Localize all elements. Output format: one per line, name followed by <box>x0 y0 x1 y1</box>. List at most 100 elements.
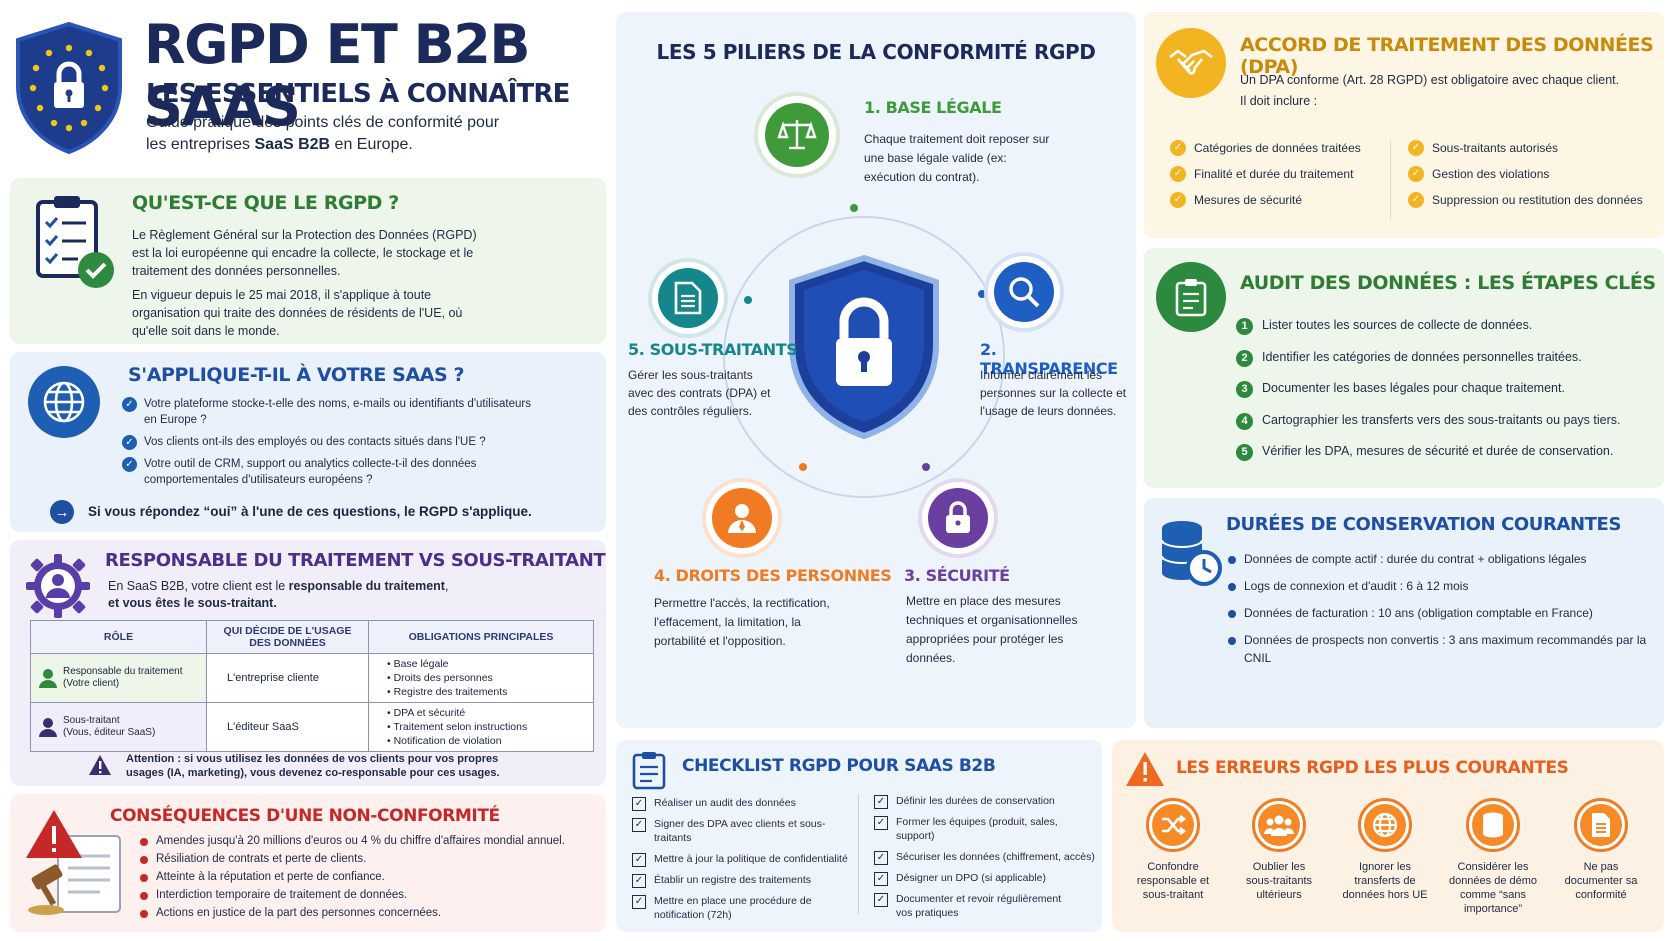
checklist-item[interactable]: Réaliser un audit des données <box>632 796 860 811</box>
roles-table: RÔLE QUI DÉCIDE DE L'USAGE DES DONNÉES O… <box>30 620 594 752</box>
applies-panel: S'APPLIQUE-T-IL À VOTRE SAAS ? Votre pla… <box>10 352 606 532</box>
list-item: Actions en justice de la part des person… <box>138 904 598 922</box>
retention-list: Données de compte actif : durée du contr… <box>1226 550 1656 667</box>
padlock-icon <box>946 501 970 533</box>
pillar-2-title: 2. TRANSPARENCE <box>980 340 1118 378</box>
pillar-5-text: Gérer les sous-traitants avec des contra… <box>628 368 771 418</box>
list-item: Finalité et durée du traitement <box>1170 166 1390 182</box>
error-item: Confondre responsable et sous-traitant <box>1118 798 1228 902</box>
what-is-gdpr-text-2: En vigueur depuis le 25 mai 2018, il s'a… <box>132 288 463 338</box>
checklist-item[interactable]: Définir les durées de conservation <box>874 794 1096 809</box>
arrow-right-icon: → <box>50 500 74 524</box>
dpa-left-list: Catégories de données traitées Finalité … <box>1170 140 1390 208</box>
applies-question: Vos clients ont-ils des employés ou des … <box>122 434 542 450</box>
warning-icon <box>1126 752 1164 786</box>
roles-panel: RESPONSABLE DU TRAITEMENT vs SOUS-TRAITA… <box>10 540 606 786</box>
pillars-title: LES 5 PILIERS DE LA CONFORMITÉ RGPD <box>656 40 1096 64</box>
clipboard-icon <box>1156 262 1226 332</box>
checklist-item[interactable]: Former les équipes (produit, sales, supp… <box>874 815 1096 843</box>
checklist-item[interactable]: Sécuriser les données (chiffrement, accè… <box>874 850 1096 865</box>
checklist-item[interactable]: Établir un registre des traitements <box>632 873 860 888</box>
globe-icon <box>1372 812 1398 838</box>
checklist-item[interactable]: Mettre à jour la politique de confidenti… <box>632 852 860 867</box>
checklist-right-column: Définir les durées de conservation Forme… <box>874 794 1096 920</box>
database-clock-icon <box>1161 521 1222 586</box>
list-item: Mesures de sécurité <box>1170 192 1390 208</box>
retention-title: DURÉES DE CONSERVATION COURANTES <box>1226 514 1622 535</box>
database-icon <box>1483 812 1503 838</box>
applies-questions: Votre plateforme stocke-t-elle des noms,… <box>122 396 542 488</box>
retention-panel: DURÉES DE CONSERVATION COURANTES Données… <box>1144 498 1664 728</box>
table-row: Sous-traitant(Vous, éditeur SaaS) L'édit… <box>30 702 594 752</box>
group-icon <box>1264 815 1294 836</box>
pillar-1-title: 1. BASE LÉGALE <box>864 98 1002 117</box>
error-item: Ne pas documenter sa conformité <box>1546 798 1656 902</box>
what-is-gdpr-title: QU'EST-CE QUE LE RGPD ? <box>132 192 399 214</box>
list-item: Sous-traitants autorisés <box>1408 140 1662 156</box>
person-icon <box>39 669 57 688</box>
list-item: Résiliation de contrats et perte de clie… <box>138 850 598 868</box>
gear-person-icon <box>26 554 90 618</box>
checklist-item[interactable]: Mettre en place une procédure de notific… <box>632 894 822 922</box>
roles-title: RESPONSABLE DU TRAITEMENT vs SOUS-TRAITA… <box>105 550 606 571</box>
person-icon <box>39 718 57 737</box>
errors-panel: LES ERREURS RGPD LES PLUS COURANTES Conf… <box>1112 740 1664 932</box>
pillar-3-text: Mettre en place des mesures techniques e… <box>906 594 1078 665</box>
dpa-right-list: Sous-traitants autorisés Gestion des vio… <box>1408 140 1662 208</box>
eu-shield-lock-icon <box>16 21 122 155</box>
magnifier-icon <box>1009 277 1040 308</box>
list-item: Données de facturation : 10 ans (obligat… <box>1226 604 1656 622</box>
list-item: Données de compte actif : durée du contr… <box>1226 550 1656 568</box>
error-item: Considérer les données de démo comme “sa… <box>1438 798 1548 916</box>
error-item: Ignorer les transferts de données hors U… <box>1330 798 1440 902</box>
document-icon <box>1592 813 1610 837</box>
applies-question: Votre outil de CRM, support ou analytics… <box>122 456 542 488</box>
list-item: Catégories de données traitées <box>1170 140 1390 156</box>
pillar-3-title: 3. SÉCURITÉ <box>904 566 1010 585</box>
table-row: Responsable du traitement(Votre client) … <box>30 653 594 703</box>
checklist-item[interactable]: Documenter et revoir régulièrement vos p… <box>874 892 1074 920</box>
what-is-gdpr-text-1: Le Règlement Général sur la Protection d… <box>132 228 477 278</box>
page-subtitle: LES ESSENTIELS À CONNAÎTRE <box>146 79 570 109</box>
pillar-1-text: Chaque traitement doit reposer sur une b… <box>864 132 1050 184</box>
dpa-intro: Un DPA conforme (Art. 28 RGPD) est oblig… <box>1240 73 1620 108</box>
pillar-4-icon <box>706 482 778 554</box>
applies-question: Votre plateforme stocke-t-elle des noms,… <box>122 396 542 428</box>
warning-icon <box>89 755 111 775</box>
list-item: Suppression ou restitution des données <box>1408 192 1662 208</box>
roles-warning: Attention : si vous utilisez les données… <box>126 753 500 779</box>
pillar-2-text: Informer clairement les personnes sur la… <box>980 368 1127 418</box>
scales-icon <box>777 120 817 150</box>
pillars-connector-ring <box>723 204 1005 498</box>
checklist-left-column: Réaliser un audit des données Signer des… <box>632 796 860 922</box>
what-is-gdpr-panel: QU'EST-CE QUE LE RGPD ? Le Règlement Gén… <box>10 178 606 344</box>
dpa-panel: ACCORD DE TRAITEMENT DES DONNÉES (DPA) U… <box>1144 12 1664 238</box>
globe-icon <box>28 366 100 438</box>
checklist-title: CHECKLIST RGPD POUR SAAS B2B <box>682 756 996 776</box>
roles-intro: En SaaS B2B, votre client est le respons… <box>108 579 449 610</box>
pillar-5-title: 5. SOUS-TRAITANTS <box>628 340 798 359</box>
warning-document-gavel-icon <box>26 810 121 915</box>
pillars-panel: LES 5 PILIERS DE LA CONFORMITÉ RGPD 1. B… <box>616 12 1136 728</box>
checklist-panel: CHECKLIST RGPD POUR SAAS B2B Réaliser un… <box>616 740 1102 932</box>
shuffle-icon <box>1162 814 1186 836</box>
checklist-item[interactable]: Désigner un DPO (si applicable) <box>874 871 1096 886</box>
list-item: Atteinte à la réputation et perte de con… <box>138 868 598 886</box>
central-shield-lock-icon <box>789 254 939 440</box>
document-icon <box>674 281 702 315</box>
list-item: Amendes jusqu'à 20 millions d'euros ou 4… <box>138 832 598 850</box>
list-item: Gestion des violations <box>1408 166 1662 182</box>
consequences-title: CONSÉQUENCES D'UNE NON-CONFORMITÉ <box>110 806 500 826</box>
list-item: Logs de connexion et d'audit : 6 à 12 mo… <box>1226 577 1656 595</box>
pillar-4-title: 4. DROITS DES PERSONNES <box>654 566 892 585</box>
pillar-1-icon <box>758 96 836 174</box>
checklist-item[interactable]: Signer des DPA avec clients et sous-trai… <box>632 817 860 845</box>
handshake-icon <box>1156 28 1226 98</box>
